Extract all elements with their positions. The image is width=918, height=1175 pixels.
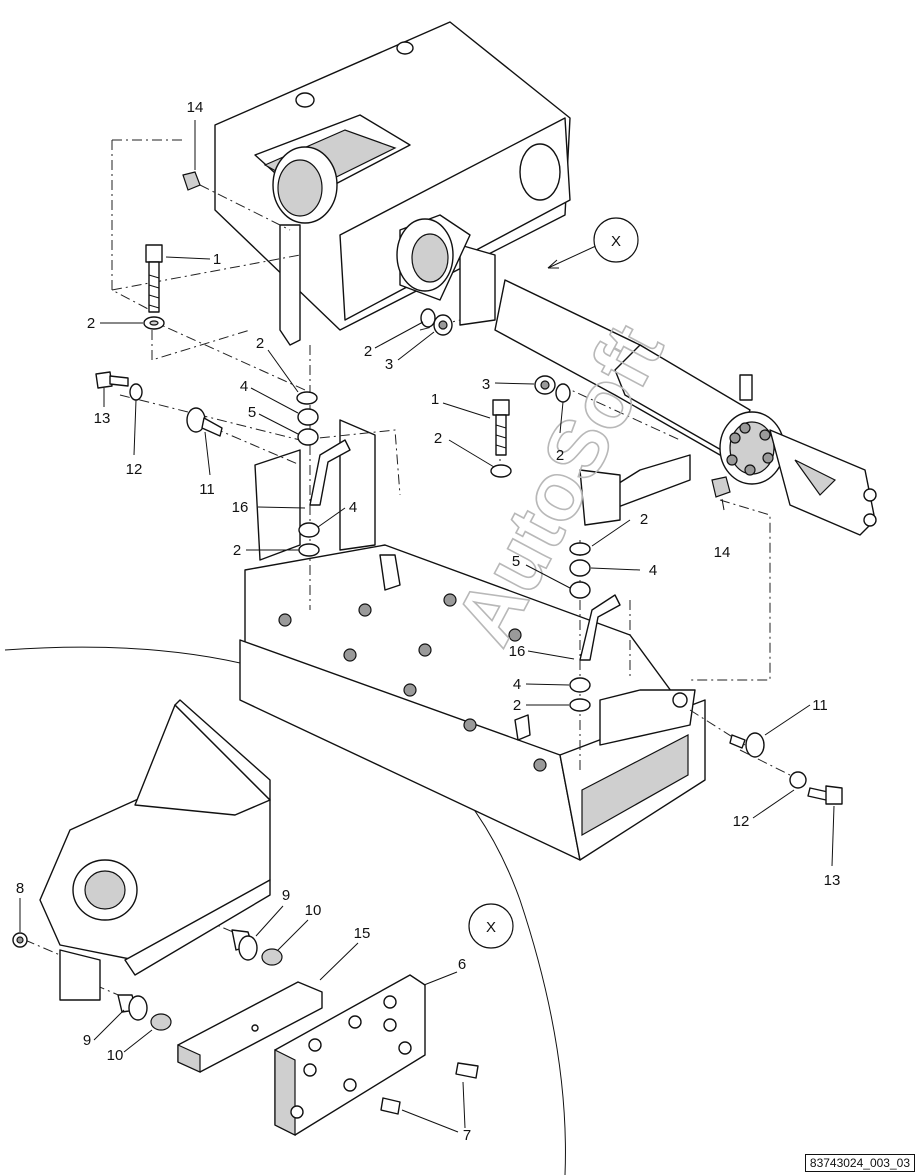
svg-text:X: X [611, 233, 621, 250]
detail-components [12, 699, 479, 1136]
callout-11: 11 [199, 481, 215, 498]
callout-2: 2 [256, 335, 264, 352]
callout-4: 4 [349, 499, 357, 516]
callout-1: 1 [431, 391, 439, 408]
detail-marker-lower: X [468, 903, 514, 949]
callout-2: 2 [233, 542, 241, 559]
callout-2: 2 [556, 447, 564, 464]
callout-13: 13 [94, 410, 111, 427]
callout-4: 4 [240, 378, 248, 395]
callout-3: 3 [385, 356, 393, 373]
callout-16: 16 [509, 643, 526, 660]
callout-2: 2 [640, 511, 648, 528]
callout-2: 2 [513, 697, 521, 714]
drawing-reference-code: 83743024_003_03 [804, 1154, 915, 1172]
callout-1: 1 [213, 251, 221, 268]
callout-2: 2 [434, 430, 442, 447]
hardware-upper [95, 171, 843, 805]
callout-4: 4 [513, 676, 521, 693]
assembly-lines [24, 139, 801, 1001]
detail-marker-upper: X [547, 217, 639, 269]
callout-10: 10 [107, 1047, 124, 1064]
callout-4: 4 [649, 562, 657, 579]
callout-10: 10 [305, 902, 322, 919]
callout-leaders [19, 120, 835, 1133]
callout-11: 11 [812, 697, 828, 714]
callout-7: 7 [463, 1127, 471, 1144]
callout-14: 14 [187, 99, 204, 116]
callout-3: 3 [482, 376, 490, 393]
callout-6: 6 [458, 956, 466, 973]
callout-14: 14 [714, 544, 731, 561]
callout-2: 2 [87, 315, 95, 332]
callout-16: 16 [232, 499, 249, 516]
callout-5: 5 [512, 553, 520, 570]
main-frame [214, 21, 571, 346]
callout-2: 2 [364, 343, 372, 360]
callout-labels: 14 1 2 2 2 3 3 4 5 1 2 2 13 12 11 16 4 2… [16, 99, 841, 1144]
callout-12: 12 [733, 813, 750, 830]
drive-shaft [396, 214, 877, 536]
detail-view-boundary [4, 646, 566, 1175]
svg-text:X: X [486, 919, 496, 936]
callout-8: 8 [16, 880, 24, 897]
callout-12: 12 [126, 461, 143, 478]
callout-13: 13 [824, 872, 841, 889]
callout-5: 5 [248, 404, 256, 421]
callout-9: 9 [83, 1032, 91, 1049]
callout-15: 15 [354, 925, 371, 942]
callout-9: 9 [282, 887, 290, 904]
